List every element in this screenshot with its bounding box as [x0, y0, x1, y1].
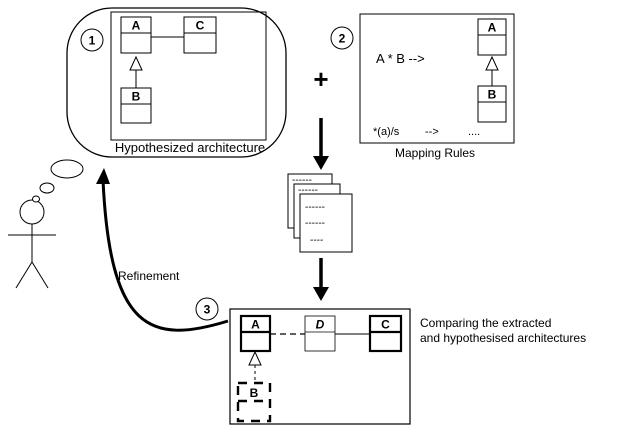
person-right-leg — [31, 261, 49, 289]
panel3-class-b-label: B — [250, 386, 259, 400]
panel1-class-b-label: B — [132, 90, 141, 104]
document-line: ------ — [305, 218, 325, 229]
panel2-class-a-label: A — [488, 21, 497, 35]
panel2-caption: Mapping Rules — [395, 146, 475, 160]
panel2-rule1: A * B --> — [376, 51, 425, 66]
panel3-caption-line1: Comparing the extracted — [420, 316, 551, 330]
panel1-number: 1 — [89, 34, 96, 48]
refinement-arrow-head — [96, 168, 110, 184]
plus-sign: + — [313, 64, 328, 94]
thought-bubbles — [32, 159, 84, 203]
person-left-leg — [15, 261, 33, 289]
panel2-number-circle — [330, 26, 354, 50]
panel3-class-c-label: C — [381, 318, 390, 332]
extracted-documents-stack: ------ ------ ------ ------ ---- — [287, 173, 353, 253]
document-line: ------ — [298, 185, 318, 196]
panel-comparison: 3 A D C B Comparing the extracted — [195, 297, 586, 425]
document-line: ---- — [310, 235, 323, 246]
panel3-class-d: D — [304, 315, 336, 352]
panel3-inheritance-triangle — [248, 350, 262, 366]
panel1-number-circle — [80, 28, 104, 52]
refinement-arrow — [101, 179, 229, 332]
panel3-number: 3 — [204, 303, 211, 317]
panel-mapping-rules: 2 A * B --> A B *(a)/s --> .... Mapping … — [330, 13, 515, 160]
panel3-number-circle — [195, 297, 219, 321]
panel1-class-c-label: C — [196, 19, 205, 33]
panel1-inner-frame — [110, 11, 267, 141]
document-line: ------ — [292, 175, 312, 186]
panel2-class-b: B — [477, 85, 507, 123]
panel3-class-b-missing: B — [236, 381, 272, 423]
person-figure — [8, 199, 56, 289]
refinement-label: Refinement — [118, 269, 180, 283]
panel2-rule2-left: *(a)/s — [373, 126, 400, 138]
panel2-frame — [359, 13, 515, 144]
panel1-class-a: A — [120, 16, 152, 54]
panel3-caption-line2: and hypothesised architectures — [420, 331, 586, 345]
panel2-number: 2 — [339, 32, 346, 46]
panel1-rounded-frame — [66, 7, 287, 158]
panel3-frame — [229, 308, 411, 425]
panel3-class-a-label: A — [251, 318, 260, 332]
arrow-to-comparison-head — [313, 287, 329, 301]
thought-bubble-large — [50, 159, 84, 179]
document-line: ------ — [305, 202, 325, 213]
arrow-to-documents-head — [313, 156, 329, 170]
panel2-class-a: A — [477, 18, 507, 56]
panel2-rule2-arrow: --> — [425, 126, 439, 138]
panel1-class-b: B — [120, 87, 152, 124]
panel1-inheritance-triangle — [129, 55, 143, 71]
panel-hypothesized-architecture: 1 A C B Hypothesized architecture — [66, 7, 287, 158]
panel2-inheritance-triangle — [485, 55, 499, 71]
panel3-class-a: A — [239, 314, 272, 353]
panel1-class-c: C — [183, 16, 217, 54]
panel2-class-b-label: B — [488, 88, 497, 102]
panel1-caption: Hypothesized architecture — [115, 140, 265, 155]
panel2-rule2-right: .... — [468, 126, 480, 138]
thought-bubble-small — [32, 195, 40, 203]
panel1-class-a-label: A — [132, 19, 141, 33]
thought-bubble-medium — [39, 182, 55, 194]
panel3-class-d-label: D — [316, 318, 325, 332]
panel3-class-c: C — [368, 314, 403, 353]
document-front — [299, 193, 353, 253]
person-head — [19, 199, 45, 225]
